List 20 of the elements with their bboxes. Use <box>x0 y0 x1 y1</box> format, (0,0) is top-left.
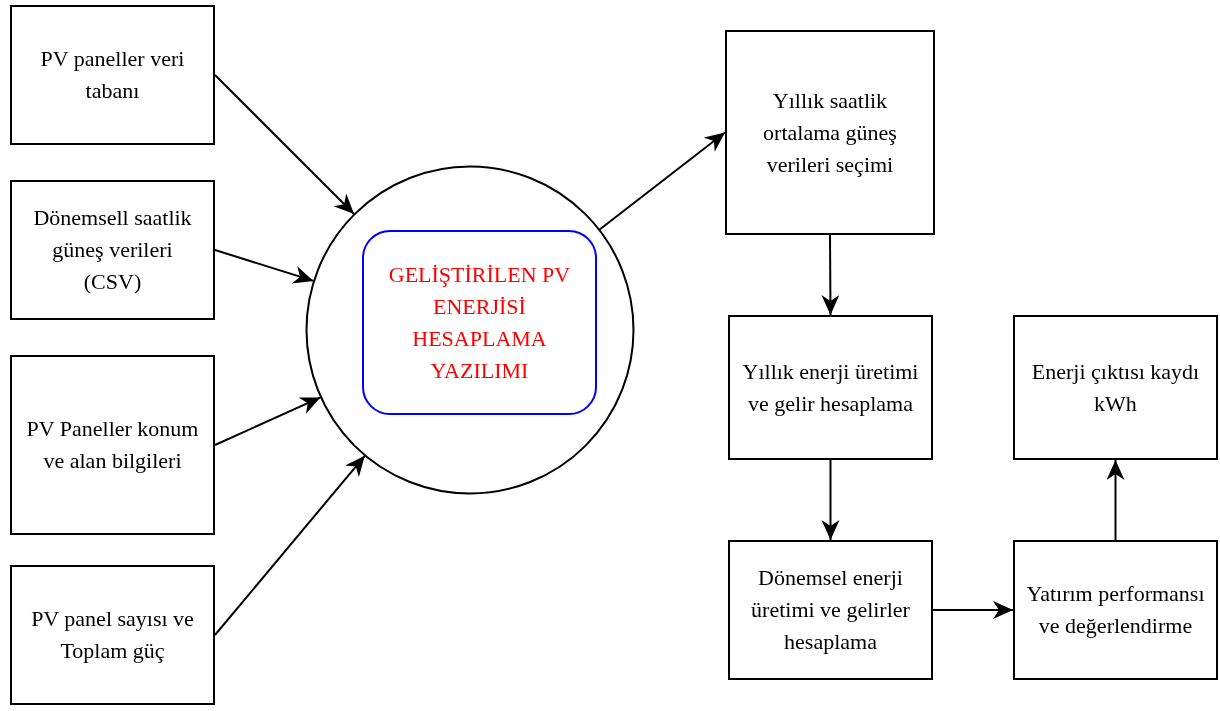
arrow <box>821 459 840 541</box>
arrow <box>821 234 840 316</box>
arrow <box>214 74 356 216</box>
arrow <box>214 249 315 284</box>
process-box: Yıllık saatlik ortalama güneş verileri seçimi <box>725 30 935 235</box>
process-box: PV Paneller konum ve alan bilgileri <box>10 355 215 535</box>
process-box: Enerji çıktısı kaydı kWh <box>1013 315 1218 460</box>
arrow <box>214 454 366 636</box>
arrow <box>1106 459 1125 541</box>
circle-node <box>305 165 635 495</box>
software-box: GELİŞTİRİLEN PV ENERJİSİ HESAPLAMA YAZILIMI <box>362 230 597 415</box>
arrow <box>214 396 322 446</box>
process-box: Dönemsel enerji üretimi ve gelirler hesaplama <box>728 540 933 680</box>
arrow <box>598 131 726 231</box>
process-box: Dönemsell saatlik güneş verileri (CSV) <box>10 180 215 320</box>
process-box: Yıllık enerji üretimi ve gelir hesaplama <box>728 315 933 460</box>
arrow <box>932 601 1014 619</box>
process-box: PV panel sayısı ve Toplam güç <box>10 565 215 705</box>
process-box: PV paneller veri tabanı <box>10 5 215 145</box>
process-box: Yatırım performansı ve değerlendirme <box>1013 540 1218 680</box>
